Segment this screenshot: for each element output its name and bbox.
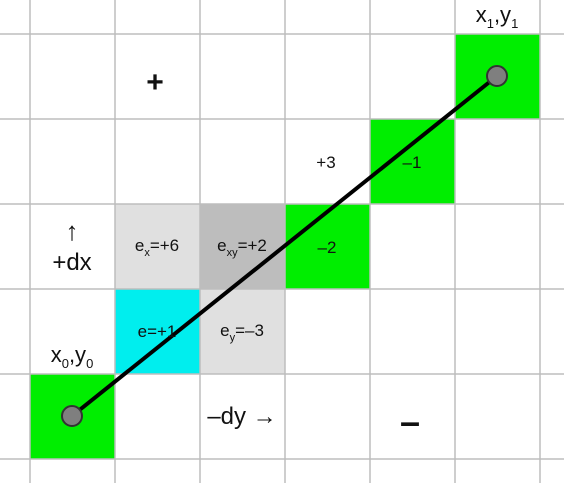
minus-dy-label: –dy → [207,403,276,430]
ey-label: ey=–3 [220,321,264,344]
exy-label-value: =+2 [238,236,267,255]
end-y-sub: 1 [511,16,518,31]
end-x: x [476,2,487,27]
e-label: e=+1 [138,322,177,341]
ex-label-main: e [135,236,144,255]
minus-sign-label: – [400,401,420,442]
end-point [486,65,508,87]
start-point [61,405,83,427]
plus-dx-label: +dx [52,249,91,276]
minus1-label: –1 [403,153,422,172]
bresenham-line [70,74,499,418]
ex-cell [115,204,200,289]
start-point-label: x0,y0 [51,342,94,371]
up-arrow-icon: ↑ [66,216,79,246]
start-x-sub: 0 [62,356,69,371]
exy-label-sub: xy [227,247,239,259]
path-cell-minus2 [285,204,370,289]
ey-label-sub: y [230,332,236,344]
minus2-label: –2 [318,238,337,257]
start-y-sub: 0 [86,356,93,371]
end-x-sub: 1 [487,16,494,31]
ey-label-main: e [220,321,229,340]
plus-sign-label: + [146,66,164,99]
end-comma-y: ,y [494,2,511,27]
end-point-label: x1,y1 [476,2,519,31]
plus3-label: +3 [316,153,335,172]
path-cell-minus1 [370,119,455,204]
exy-cell [200,204,285,289]
start-comma-y: ,y [69,342,86,367]
ex-label-value: =+6 [150,236,179,255]
start-x: x [51,342,62,367]
ex-label: ex=+6 [135,236,179,259]
ey-label-value: =–3 [235,321,264,340]
exy-label-main: e [217,236,226,255]
ex-label-sub: x [144,247,150,259]
exy-label: exy=+2 [217,236,267,259]
e-cell [115,289,200,374]
